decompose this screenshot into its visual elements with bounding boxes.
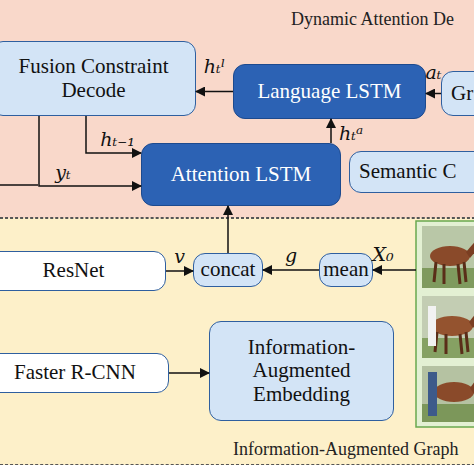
box-label: concat	[201, 258, 256, 282]
horse-legs	[434, 262, 466, 284]
horse-head	[466, 238, 474, 258]
photo-background	[422, 296, 474, 358]
horse-head	[469, 308, 474, 328]
input-stub-line	[0, 184, 38, 186]
box-label: Semantic C	[359, 160, 456, 184]
flow-arrow	[426, 93, 441, 95]
image-leader-arrow	[373, 269, 416, 271]
photo	[422, 366, 474, 422]
module-box: Gr	[441, 71, 474, 116]
box-label: Faster R-CNN	[14, 361, 136, 385]
box-label: Gr	[451, 82, 473, 106]
photo	[422, 296, 474, 358]
horse-head	[470, 374, 474, 394]
flow-arrow	[166, 270, 193, 272]
flow-arrow	[227, 206, 229, 253]
photo-background	[422, 226, 474, 288]
flow-arrow	[196, 91, 233, 93]
horse-body	[434, 382, 474, 402]
operation-box: concat	[193, 253, 263, 287]
flow-arrow	[330, 119, 332, 143]
operation-box: mean	[319, 253, 373, 287]
region-title: Information-Augmented Graph	[233, 439, 458, 460]
box-label: Fusion Constraint Decode	[0, 55, 189, 102]
person-figure	[428, 306, 436, 346]
lstm-box: Attention LSTM	[141, 143, 341, 206]
signal-label: hₜ₋₁	[100, 128, 135, 150]
photo	[422, 226, 474, 288]
box-label: ResNet	[43, 259, 105, 283]
image-panel	[416, 221, 474, 427]
signal-label: hₜˡ	[204, 55, 226, 77]
horse-legs	[435, 332, 468, 354]
encoder-region: Information-Augmented Graph ResNet concat m…	[0, 218, 474, 465]
embedding-box: Information-Augmented Embedding	[209, 321, 394, 421]
signal-label: X₀	[372, 243, 393, 265]
signal-label: hₜᵃ	[339, 122, 363, 144]
backbone-box: ResNet	[0, 251, 166, 291]
region-title: Dynamic Attention De	[291, 9, 454, 30]
person-figure	[428, 372, 437, 416]
box-label: Language LSTM	[257, 80, 401, 104]
photo-background	[422, 366, 474, 422]
flow-arrow	[169, 372, 209, 374]
module-box: Semantic C	[349, 151, 474, 193]
lstm-box: Language LSTM	[233, 64, 426, 119]
decoder-box: Fusion Constraint Decode	[0, 41, 196, 116]
backbone-box: Faster R-CNN	[0, 353, 169, 393]
signal-label: v	[174, 245, 185, 267]
signal-label: aₜ	[425, 61, 441, 83]
signal-label: g	[285, 244, 297, 266]
flow-arrow	[263, 269, 319, 271]
box-label: Attention LSTM	[171, 163, 312, 187]
signal-label: yₜ	[55, 161, 70, 183]
box-label: Information-Augmented Embedding	[216, 336, 387, 407]
box-label: mean	[323, 258, 368, 282]
